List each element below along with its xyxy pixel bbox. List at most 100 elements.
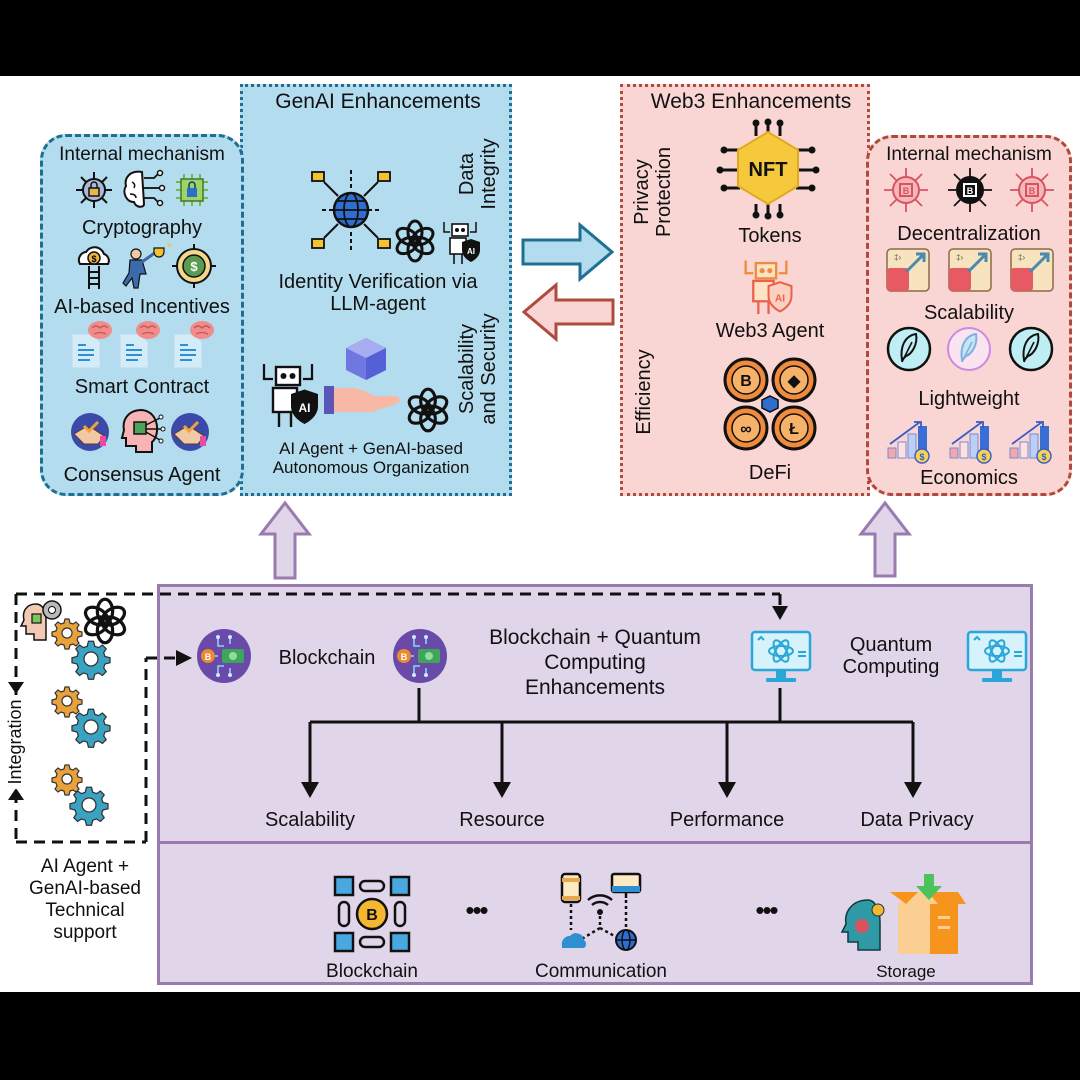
arrow-left-to-genai (521, 281, 615, 343)
smart-contract-label: Smart Contract (74, 376, 210, 398)
svg-text:B: B (366, 907, 378, 924)
outcome-scalability: Scalability (264, 809, 356, 831)
feather-lightweight-icon (1008, 326, 1054, 372)
ai-based-incentives-label: AI-based Incentives (54, 296, 230, 318)
openai-logo-icon (395, 219, 435, 263)
hand-holding-cube-icon (324, 338, 400, 414)
svg-text:‡›: ‡› (894, 253, 901, 262)
infra-communication-label: Communication (535, 961, 667, 982)
svg-text:∞: ∞ (740, 421, 751, 438)
scale-resize-icon: ‡› (1010, 248, 1054, 292)
svg-text:$: $ (981, 452, 986, 462)
nft-hexagon-icon: NFT (716, 118, 820, 220)
gear-blue-icon (69, 786, 109, 826)
blockchain-quantum-panel (157, 584, 1033, 844)
gear-orange-icon (51, 686, 83, 718)
svg-text:AI: AI (299, 401, 311, 415)
svg-text:B: B (1029, 186, 1036, 196)
genai-internal-title: Internal mechanism (59, 144, 225, 165)
genai-enhancements-title: GenAI Enhancements (275, 90, 481, 113)
economics-chart-coin-icon: $ (949, 421, 992, 464)
svg-text:✦: ✦ (166, 241, 173, 250)
svg-text:$: $ (91, 254, 96, 264)
consensus-agent-label: Consensus Agent (63, 464, 221, 486)
web3-agent-label: Web3 Agent (715, 320, 825, 342)
top-black-band (0, 0, 1080, 76)
chip-lock-icon (176, 174, 208, 206)
brain-circuit-icon (123, 169, 166, 208)
ellipsis-1: ••• (465, 895, 488, 925)
globe-bitcoin-network-icon: B (948, 168, 992, 212)
nft-text: NFT (749, 159, 788, 181)
svg-text:B: B (740, 373, 752, 390)
blockchain-circuit-icon: B (197, 629, 251, 683)
svg-text:Ł: Ł (789, 421, 799, 438)
ellipsis-2: ••• (755, 895, 778, 925)
svg-text:$: $ (190, 259, 198, 274)
decentralization-label: Decentralization (897, 223, 1041, 245)
blockchain-circuit-icon: B (393, 629, 447, 683)
defi-coins-icon: B ◆ ∞ Ł (723, 357, 817, 451)
blockchain-quantum-title: Blockchain + Quantum Computing Enhanceme… (489, 626, 701, 700)
outcome-data-privacy: Data Privacy (860, 809, 974, 831)
gear-blue-icon (71, 640, 111, 680)
communication-network-icon (560, 872, 642, 951)
svg-text:$: $ (1041, 452, 1046, 462)
feather-lightweight-icon (886, 326, 932, 372)
svg-text:AI: AI (467, 247, 475, 256)
cloud-ladder-coin-icon: $ (77, 246, 110, 289)
quantum-computer-icon (966, 630, 1028, 682)
robot-shield-icon: AI (262, 364, 318, 427)
technical-support-caption: AI Agent + GenAI-based Technical support (29, 856, 141, 943)
document-brain-icon (71, 321, 112, 369)
gear-orange-icon (51, 764, 83, 796)
openai-logo-icon (407, 387, 449, 433)
svg-text:B: B (401, 652, 408, 662)
arrow-up-to-web3 (857, 500, 913, 578)
document-brain-icon (173, 321, 214, 369)
web3-agent-robot-icon: AI (744, 260, 793, 314)
robot-shield-icon: AI (443, 222, 480, 264)
web3-internal-title: Internal mechanism (886, 144, 1052, 165)
scale-resize-icon: ‡› (948, 248, 992, 292)
quantum-computing-label: Quantum Computing (842, 634, 940, 678)
globe-bitcoin-network-icon: B (1010, 168, 1054, 212)
arrow-up-to-genai (257, 500, 313, 580)
economics-chart-coin-icon: $ (887, 421, 930, 464)
arrow-right-to-web3 (521, 221, 615, 283)
openai-logo-icon (83, 597, 127, 645)
autonomous-organization-label: AI Agent + GenAI-based Autonomous Organi… (272, 439, 470, 477)
svg-text:‡›: ‡› (1018, 253, 1025, 262)
document-brain-icon (119, 321, 160, 369)
infrastructure-panel (157, 841, 1033, 985)
svg-text:◆: ◆ (787, 373, 801, 390)
outcome-performance: Performance (669, 809, 785, 831)
svg-text:B: B (967, 186, 974, 196)
businessman-trophy-icon: ✦ (122, 241, 173, 289)
svg-text:$: $ (919, 452, 924, 462)
globe-bitcoin-network-icon: B (884, 168, 928, 212)
economics-label: Economics (920, 467, 1018, 489)
handshake-check-icon (71, 413, 109, 451)
economics-chart-coin-icon: $ (1009, 421, 1052, 464)
gear-blue-icon (71, 708, 111, 748)
infra-blockchain-label: Blockchain (326, 961, 418, 982)
cryptography-label: Cryptography (81, 217, 203, 239)
money-target-icon: $ (172, 244, 216, 288)
quantum-computer-icon (750, 630, 812, 682)
lock-network-icon (76, 172, 112, 208)
globe-network-icon (311, 170, 391, 250)
scalability-label: Scalability (923, 302, 1015, 324)
lightweight-label: Lightweight (918, 388, 1020, 410)
scale-resize-icon: ‡› (886, 248, 930, 292)
svg-text:B: B (903, 186, 910, 196)
identity-verification-label: Identity Verification via LLM-agent (278, 271, 478, 315)
svg-text:‡›: ‡› (956, 253, 963, 262)
storage-box-mind-icon (840, 874, 966, 954)
defi-label: DeFi (748, 462, 792, 484)
head-chip-icon (120, 408, 166, 453)
tokens-label: Tokens (738, 225, 802, 247)
bottom-black-band (0, 992, 1080, 1080)
feather-lightweight-icon (947, 327, 991, 371)
